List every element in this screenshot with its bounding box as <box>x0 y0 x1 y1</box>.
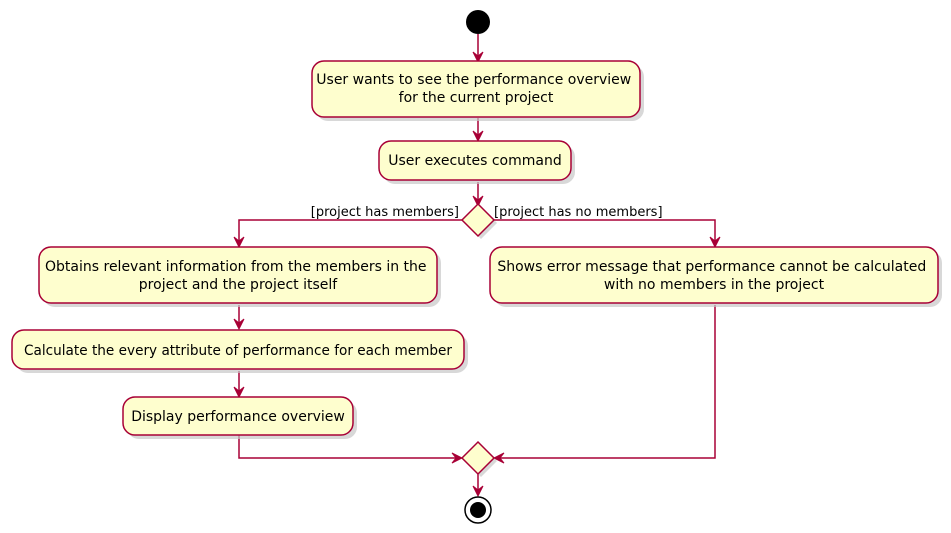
activity-see-overview-line-2: for the current project <box>399 90 554 106</box>
edge-branch-to-obtain-info <box>238 219 462 244</box>
activity-show-error: Shows error message that performance can… <box>489 246 942 307</box>
svg-text:Calculate the every attribute: Calculate the every attribute of perform… <box>24 343 452 359</box>
guard-no-members: [project has no members] <box>494 205 663 220</box>
activity-calculate-attributes-label: Calculate the every attribute of perform… <box>24 343 452 359</box>
svg-text:Obtains relevant information f: Obtains relevant information from the me… <box>45 259 431 293</box>
edges <box>233 34 721 498</box>
activity-obtain-info: Obtains relevant information from the me… <box>38 246 441 307</box>
activity-execute-command-label: User executes command <box>388 153 562 169</box>
arrowhead <box>472 195 484 208</box>
merge-diamond <box>460 440 496 476</box>
svg-text:User executes command: User executes command <box>388 153 562 169</box>
activity-obtain-info-line-1: Obtains relevant information from the me… <box>45 259 427 275</box>
arrowhead <box>709 236 721 249</box>
activity-show-error-line-2: with no members in the project <box>604 277 825 293</box>
arrowhead <box>492 452 505 464</box>
activity-show-error-line-1: Shows error message that performance can… <box>497 259 926 275</box>
edge-show-error-to-merge <box>496 305 716 459</box>
arrowhead <box>472 130 484 143</box>
merge-decision <box>460 440 497 477</box>
start-node <box>466 10 490 34</box>
arrowhead <box>233 386 245 399</box>
activity-display-overview-label: Display performance overview <box>131 409 345 425</box>
svg-text:User wants to see the performa: User wants to see the performance overvi… <box>316 72 635 106</box>
arrowhead <box>233 318 245 331</box>
activity-display-overview: Display performance overview <box>122 396 357 439</box>
svg-text:Shows error message that perfo: Shows error message that performance can… <box>497 259 930 293</box>
arrowhead <box>233 236 245 249</box>
activity-calculate-attributes: Calculate the every attribute of perform… <box>11 329 468 373</box>
end-node <box>464 496 492 524</box>
arrowhead <box>472 51 484 64</box>
activity-obtain-info-line-2: project and the project itself <box>139 277 338 293</box>
arrowhead <box>451 452 464 464</box>
branch-decision <box>460 202 497 239</box>
edge-branch-to-show-error <box>494 219 716 244</box>
svg-text:Display performance overview: Display performance overview <box>131 409 345 425</box>
activity-execute-command: User executes command <box>378 140 575 184</box>
branch-diamond <box>460 202 496 238</box>
activity-see-overview: User wants to see the performance overvi… <box>311 60 644 121</box>
guard-has-members: [project has members] <box>311 205 459 220</box>
activity-see-overview-line-1: User wants to see the performance overvi… <box>316 72 631 88</box>
edge-display-to-merge <box>238 434 460 459</box>
arrowhead <box>472 485 484 498</box>
